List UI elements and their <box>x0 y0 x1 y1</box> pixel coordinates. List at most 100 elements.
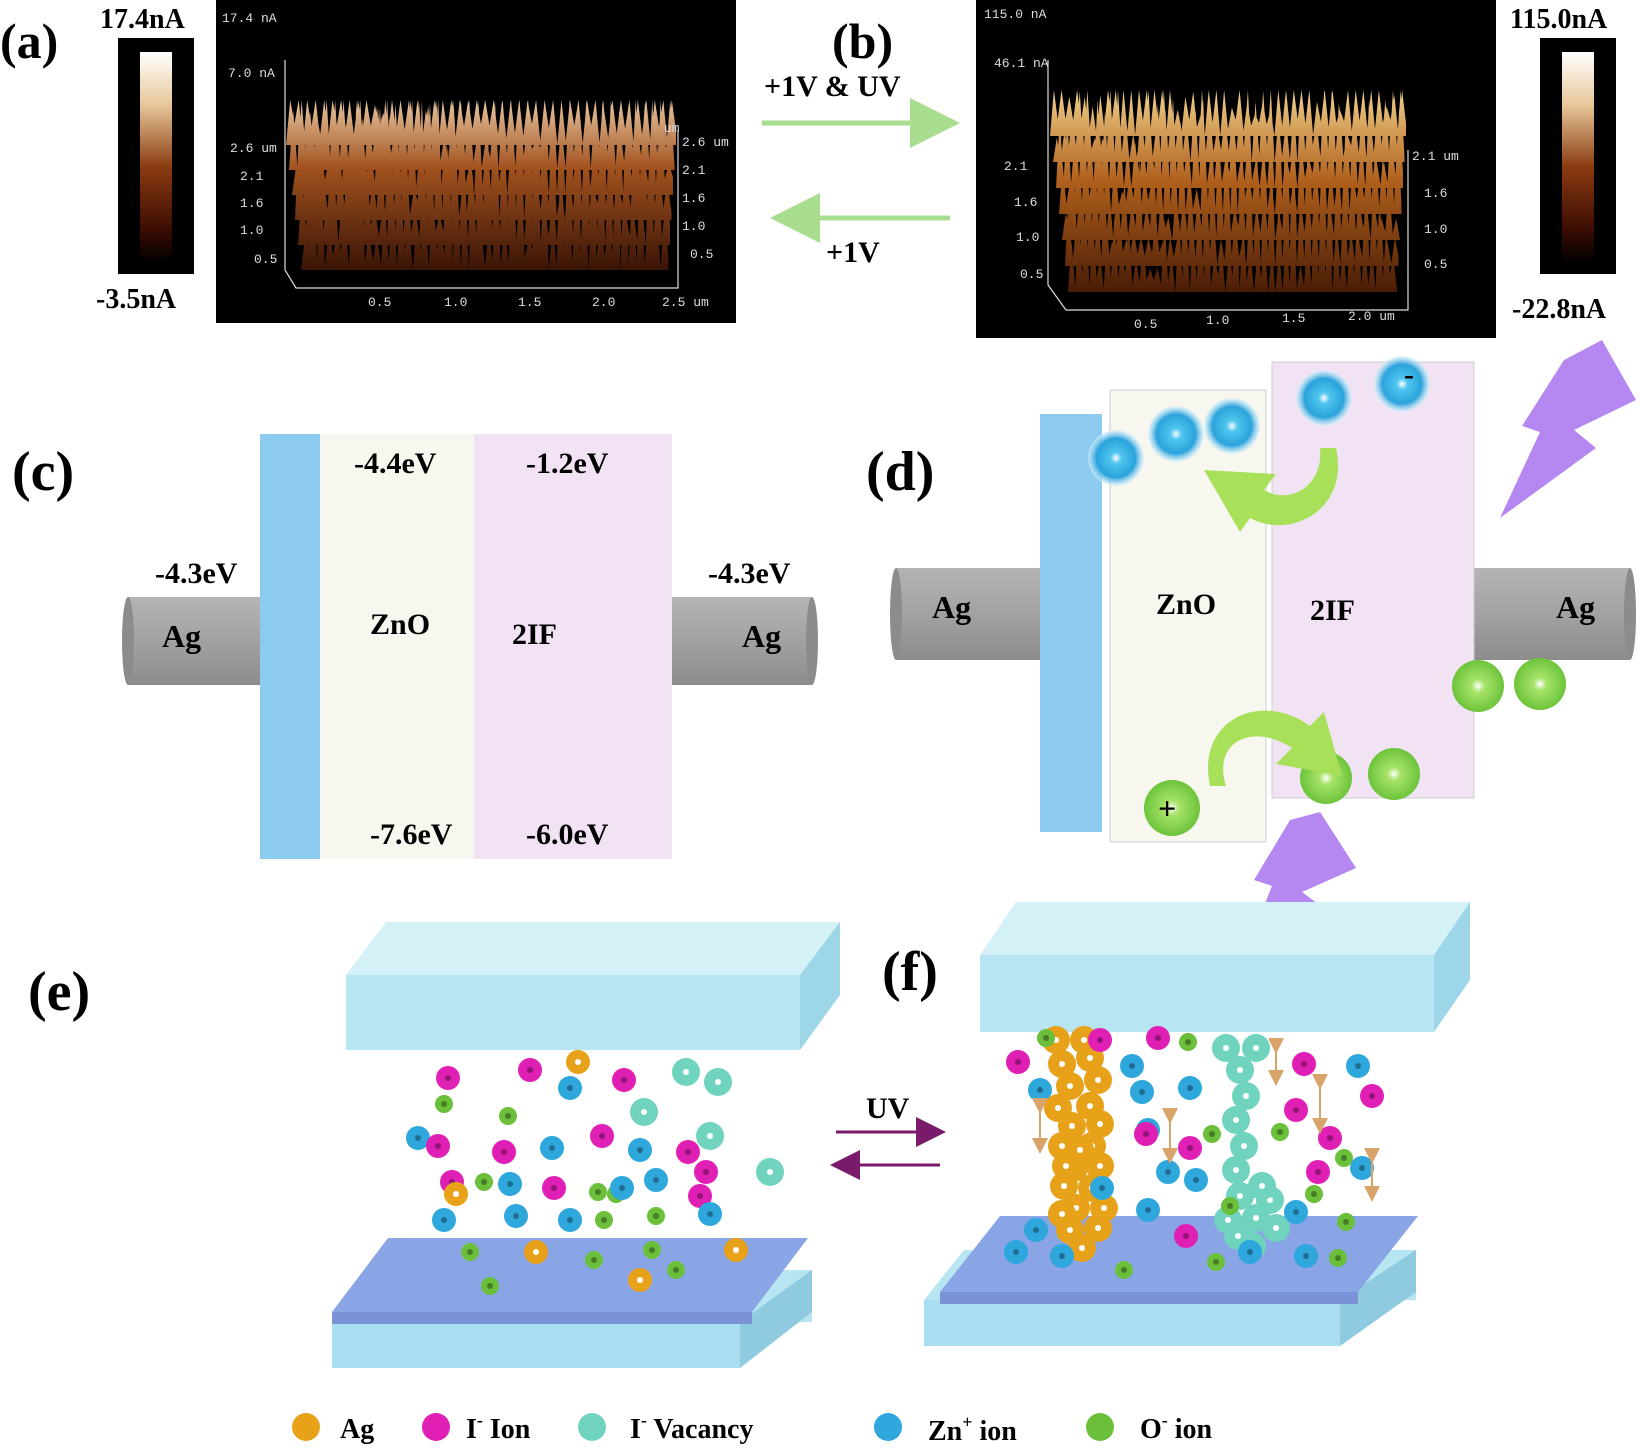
ion-particle <box>1004 1240 1028 1264</box>
zno-label: ZnO <box>1156 588 1216 621</box>
ion-core <box>1059 1143 1065 1149</box>
ion-particle <box>644 1168 668 1192</box>
ag-right-level: -4.3eV <box>708 557 791 590</box>
ion-particle <box>1028 1078 1052 1102</box>
ion-core <box>1237 1193 1243 1199</box>
if-label: 2IF <box>512 618 557 651</box>
ion-particle <box>1346 1054 1370 1078</box>
electron <box>1088 430 1144 486</box>
ion-particle <box>688 1184 712 1208</box>
ion-particle <box>1115 1261 1133 1279</box>
ion-core <box>1097 1121 1103 1127</box>
if-lumo: -1.2eV <box>526 447 609 480</box>
panel-d: (d) Ag Ag ZnO 2IF - + <box>866 356 1636 843</box>
ab-switch-arrows: +1V & UV +1V <box>762 70 960 269</box>
ion-core <box>1067 1227 1073 1233</box>
ion-core <box>1145 1207 1151 1213</box>
ion-core <box>1247 1249 1253 1255</box>
ag-electrode-left <box>128 597 268 685</box>
ion-core <box>1243 1093 1249 1099</box>
top-plate-front <box>980 955 1434 1032</box>
ion-particle <box>1271 1123 1289 1141</box>
ion-core <box>1015 1059 1021 1065</box>
top-plate-face <box>346 922 840 975</box>
electron <box>1296 370 1352 426</box>
ion-core <box>1121 1267 1127 1273</box>
ion-core <box>445 1075 451 1081</box>
panel-b-y-right-tick: 0.5 <box>1424 257 1447 272</box>
panel-a-y-left-tick: 1.0 <box>240 223 263 238</box>
legend-item-i-ion: I- Ion <box>422 1410 531 1445</box>
ion-core <box>1301 1061 1307 1067</box>
ion-core <box>637 1277 643 1283</box>
panel-e-ions <box>406 1050 784 1295</box>
panel-a-y-right-tick: 1.0 <box>682 219 705 234</box>
ion-particle <box>698 1202 722 1226</box>
legend-item-o-ion: O- ion <box>1086 1410 1213 1445</box>
ion-particle <box>1130 1080 1154 1104</box>
ion-particle <box>1178 1136 1202 1160</box>
panel-a-y-left-tick: 1.6 <box>240 196 263 211</box>
panel-c-letter: (c) <box>12 441 74 503</box>
top-plate-front <box>346 975 800 1050</box>
ion-core <box>487 1283 493 1289</box>
panel-a-y-right-tick: 2.6 um <box>682 135 729 150</box>
ion-core <box>637 1147 643 1153</box>
panel-b-colorbar <box>1562 52 1594 262</box>
legend-swatch <box>292 1413 320 1441</box>
ion-core <box>1187 1145 1193 1151</box>
zno-layer <box>320 434 474 859</box>
ion-particle <box>558 1208 582 1232</box>
ion-core <box>1087 1055 1093 1061</box>
legend-swatch <box>578 1413 606 1441</box>
ion-particle <box>585 1251 603 1269</box>
ion-core <box>1359 1165 1365 1171</box>
ef-switch-arrows: UV <box>830 1092 946 1180</box>
panel-b-x-tick: 2.0 um <box>1348 309 1395 324</box>
bottom-plate-side <box>740 1270 812 1368</box>
ion-particle <box>1178 1076 1202 1100</box>
ion-particle <box>1335 1149 1353 1167</box>
ion-particle <box>1179 1033 1197 1051</box>
ag-electrode-right-end <box>1624 568 1636 660</box>
panel-b-y-right-tick: 1.0 <box>1424 222 1447 237</box>
ion-core <box>481 1179 487 1185</box>
ion-core <box>1343 1219 1349 1225</box>
panel-f: (f) <box>882 902 1470 1346</box>
ion-particle <box>1360 1084 1384 1108</box>
ion-core <box>1277 1129 1283 1135</box>
ag-left-level: -4.3eV <box>155 557 238 590</box>
ion-particle <box>647 1207 665 1225</box>
legend-label: O- ion <box>1140 1410 1213 1445</box>
ion-core <box>767 1169 773 1175</box>
ion-particle <box>1329 1249 1347 1267</box>
ion-core <box>1267 1197 1273 1203</box>
ion-core <box>1037 1087 1043 1093</box>
ion-core <box>1087 1103 1093 1109</box>
ion-core <box>513 1213 519 1219</box>
panel-b-scale-max: 115.0nA <box>1510 4 1608 35</box>
ion-core <box>1165 1169 1171 1175</box>
panel-a-z-mid: 7.0 nA <box>228 66 275 81</box>
panel-b-y-left-ticks: 2.1 1.6 1.0 0.5 <box>1004 159 1043 282</box>
zno-lumo: -4.4eV <box>354 447 437 480</box>
electron <box>1148 406 1204 462</box>
zno-homo: -7.6eV <box>370 818 453 851</box>
ion-particle <box>1184 1168 1208 1192</box>
ion-particle <box>1207 1253 1225 1271</box>
ion-core <box>703 1169 709 1175</box>
ion-core <box>595 1189 601 1195</box>
ion-core <box>1061 1183 1067 1189</box>
panel-d-letter: (d) <box>866 441 934 503</box>
panel-a-z-top: 17.4 nA <box>222 11 277 26</box>
if-homo: -6.0eV <box>526 818 609 851</box>
uv-label: UV <box>866 1092 910 1125</box>
ion-core <box>707 1211 713 1217</box>
ion-particle <box>1284 1200 1308 1224</box>
panel-b-z-mid: 46.1 nA <box>994 56 1049 71</box>
ion-particle <box>436 1066 460 1090</box>
panel-b-y-left-tick: 1.0 <box>1016 230 1039 245</box>
bottom-electrode-face <box>332 1238 808 1312</box>
panel-a-surface <box>286 100 676 270</box>
ion-core <box>1241 1143 1247 1149</box>
